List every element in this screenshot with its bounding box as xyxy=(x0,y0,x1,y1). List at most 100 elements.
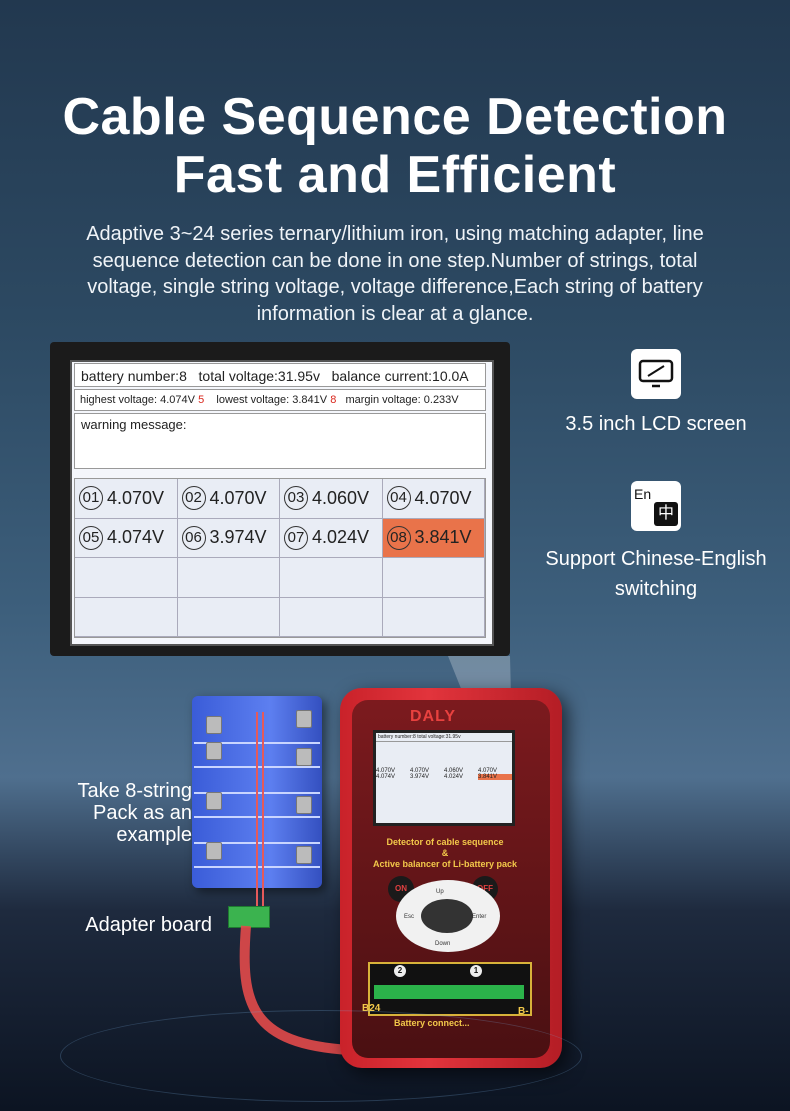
cell-empty xyxy=(75,558,178,598)
mini-cell-voltage: 4.070V xyxy=(376,768,396,774)
lcd-feature-label: 3.5 inch LCD screen xyxy=(565,413,747,435)
mini-cell-grid: 4.070V 4.070V 4.060V 4.070V 4.074V 3.974… xyxy=(376,768,512,780)
pack-label-line-3: example xyxy=(116,824,192,846)
cell-empty xyxy=(280,597,383,637)
cell-empty xyxy=(177,558,280,598)
pack-label-line-2: Pack as an xyxy=(93,802,192,824)
lowest-index: 8 xyxy=(330,394,337,406)
device-text-line-3: Active balancer of Li-battery pack xyxy=(372,859,518,869)
highest-voltage: 4.074V xyxy=(160,394,195,406)
cell-voltage: 4.024V xyxy=(312,527,370,548)
language-icon-zh: 中 xyxy=(654,502,678,526)
cell-voltage: 4.070V xyxy=(209,487,267,508)
mini-battery-number-label: battery number: xyxy=(378,734,414,740)
mini-total-voltage-label: total voltage: xyxy=(417,734,446,740)
device-brand: DALY xyxy=(410,708,457,725)
language-icon-en: En xyxy=(634,486,652,502)
battery-terminal xyxy=(296,796,312,814)
language-switch-icon: En 中 xyxy=(631,481,681,531)
highest-voltage-label: highest voltage: xyxy=(80,394,158,406)
language-feature-label: Support Chinese-English switching xyxy=(530,544,782,604)
port-2-marker: 2 xyxy=(394,965,406,977)
cell-number: 03 xyxy=(284,486,308,511)
mini-cell-voltage: 4.074V xyxy=(376,774,396,780)
cell-voltage: 4.070V xyxy=(414,487,472,508)
cell-voltage: 4.070V xyxy=(107,487,165,508)
lcd-summary-row: battery number:8 total voltage:31.95v ba… xyxy=(74,363,486,387)
warning-box: warning message: xyxy=(74,413,486,469)
lcd-screen-icon xyxy=(631,349,681,399)
mini-cell-voltage: 3.974V xyxy=(410,774,430,780)
lowest-voltage-label: lowest voltage: xyxy=(216,394,290,406)
adapter-board-label: Adapter board xyxy=(85,914,212,936)
device-mini-screen: battery number:8 total voltage:31.95v 4.… xyxy=(373,730,515,826)
device-text-line-2: & xyxy=(441,848,449,858)
cell-empty xyxy=(382,558,485,598)
pack-label-line-1: Take 8-string xyxy=(77,780,193,802)
pad-center xyxy=(421,899,473,933)
mini-summary-row: battery number:8 total voltage:31.95v xyxy=(376,733,512,742)
mini-cell-voltage-lowest: 3.841V xyxy=(478,774,512,780)
cell-empty xyxy=(280,558,383,598)
mini-cell-voltage: 4.060V xyxy=(444,768,464,774)
language-feature-line-2: switching xyxy=(614,578,698,600)
battery-terminal xyxy=(206,842,222,860)
cell-voltage: 4.074V xyxy=(107,527,165,548)
mini-cell-voltage: 4.024V xyxy=(444,774,464,780)
port-1-marker: 1 xyxy=(470,965,482,977)
battery-terminal xyxy=(206,716,222,734)
mini-cell-voltage: 4.070V xyxy=(478,768,498,774)
balance-current: 10.0A xyxy=(432,368,469,384)
green-terminal-strip xyxy=(374,985,524,999)
margin-voltage: 0.233V xyxy=(423,394,459,406)
margin-voltage-label: margin voltage: xyxy=(345,394,421,406)
battery-terminal xyxy=(206,742,222,760)
down-button[interactable]: Down xyxy=(435,941,451,947)
b-minus-label: B- xyxy=(518,1006,529,1017)
pack-example-label: Take 8-string Pack as an example xyxy=(20,780,193,846)
battery-number: 8 xyxy=(179,368,187,384)
cell-number: 06 xyxy=(181,525,206,550)
ground-ripple xyxy=(60,1010,582,1102)
sense-wire xyxy=(256,712,258,912)
title-line-1: Cable Sequence Detection xyxy=(62,88,728,146)
total-voltage: 31.95v xyxy=(277,368,320,384)
cell-number: 07 xyxy=(284,525,308,550)
battery-terminal xyxy=(296,748,312,766)
cell-number: 04 xyxy=(386,486,411,511)
cell-empty xyxy=(177,597,280,637)
battery-terminal xyxy=(296,846,312,864)
b24-label: B24 xyxy=(362,1003,381,1014)
warning-label: warning message: xyxy=(81,417,187,432)
cell-voltage: 3.841V xyxy=(414,527,472,548)
mini-battery-number: 8 xyxy=(413,734,416,740)
cell-number: 05 xyxy=(79,525,103,550)
battery-terminal xyxy=(296,710,312,728)
up-button[interactable]: Up xyxy=(436,889,444,895)
device-text-line-1: Detector of cable sequence xyxy=(386,837,504,847)
mini-cell-voltage: 4.070V xyxy=(410,768,430,774)
lcd-stats-row: highest voltage: 4.074V 5 lowest voltage… xyxy=(74,389,486,411)
sense-wire xyxy=(262,712,264,912)
cell-voltage: 3.974V xyxy=(209,527,267,548)
title-line-2: Fast and Efficient xyxy=(173,146,617,204)
battery-terminal xyxy=(206,792,222,810)
page-title: Cable Sequence Detection Fast and Effici… xyxy=(0,88,790,204)
subtitle: Adaptive 3~24 series ternary/lithium iro… xyxy=(86,223,704,325)
cell-number: 08 xyxy=(386,525,411,550)
cell-empty xyxy=(382,597,485,637)
mini-total-voltage: 31.95v xyxy=(445,734,461,740)
lowest-voltage: 3.841V xyxy=(292,394,328,406)
enter-button[interactable]: Enter xyxy=(472,914,487,920)
total-voltage-label: total voltage: xyxy=(198,368,278,384)
esc-button[interactable]: Esc xyxy=(404,914,415,920)
